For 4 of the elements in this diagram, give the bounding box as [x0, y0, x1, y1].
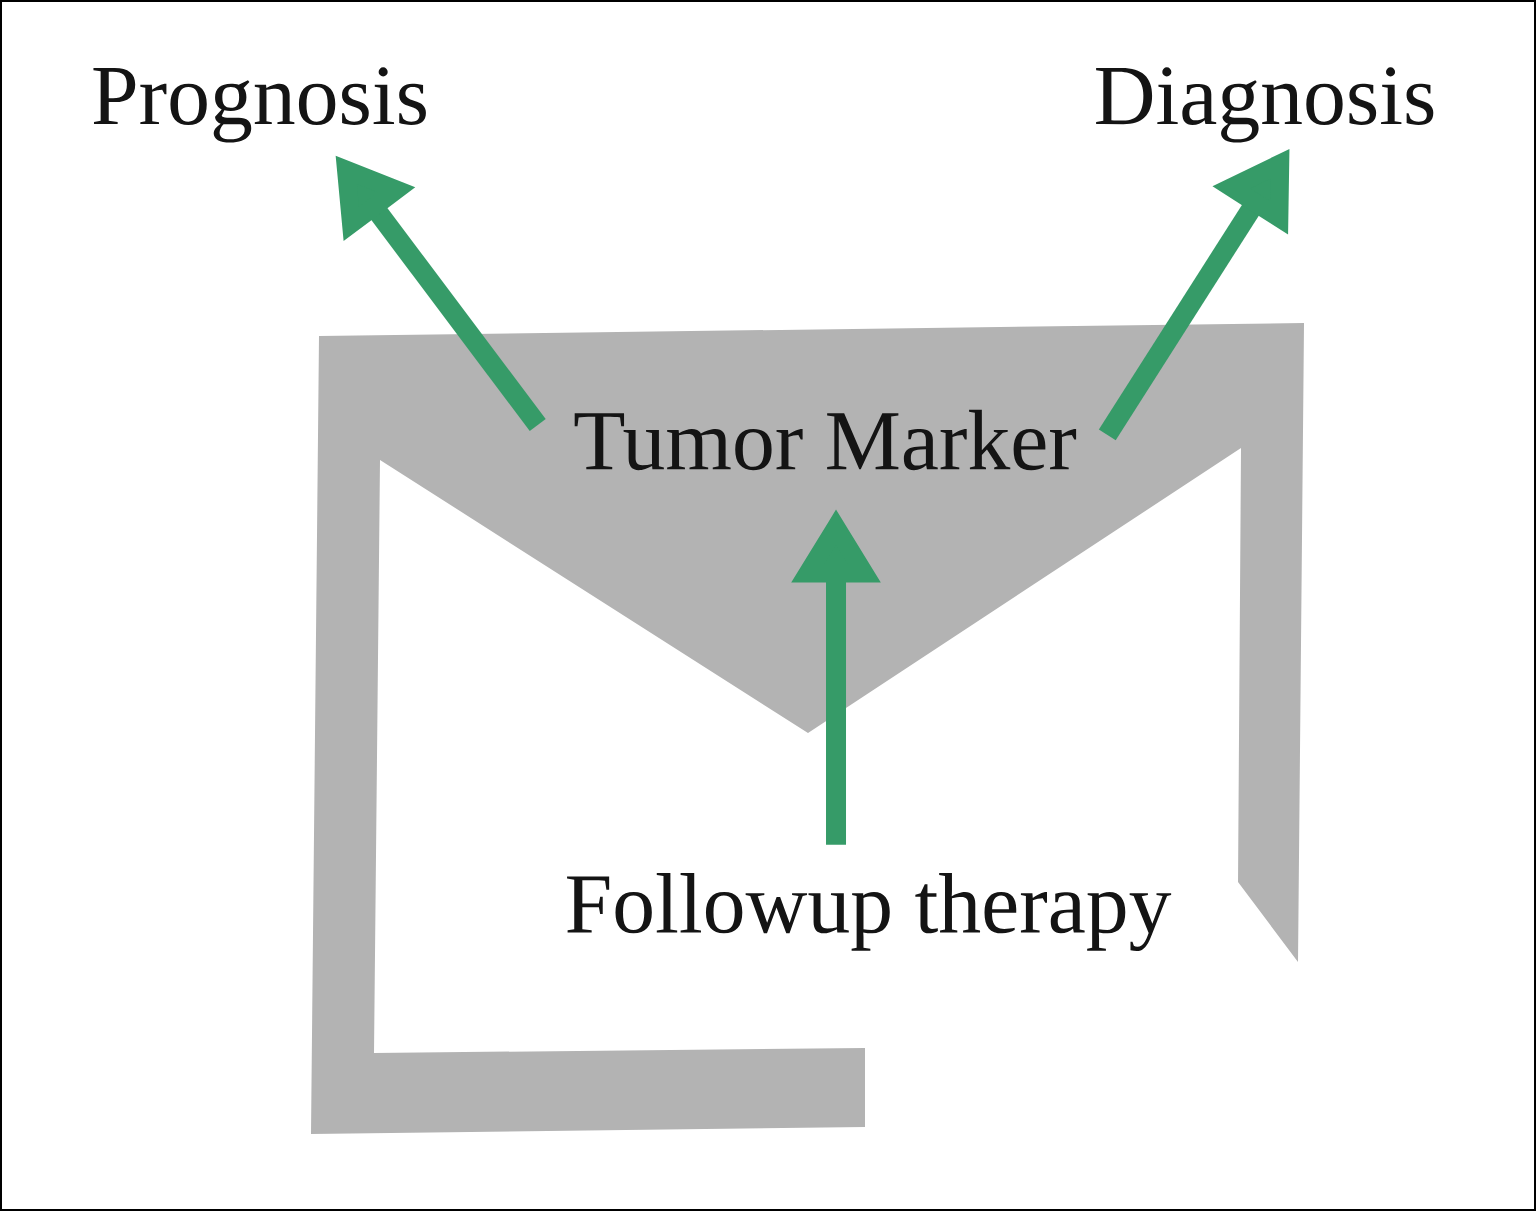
node-label: Followup therapy: [567, 873, 1172, 951]
node-label: Prognosis: [93, 67, 426, 143]
node-label: Diagnosis: [1096, 67, 1434, 143]
node-label: Tumor Marker: [574, 409, 1077, 471]
